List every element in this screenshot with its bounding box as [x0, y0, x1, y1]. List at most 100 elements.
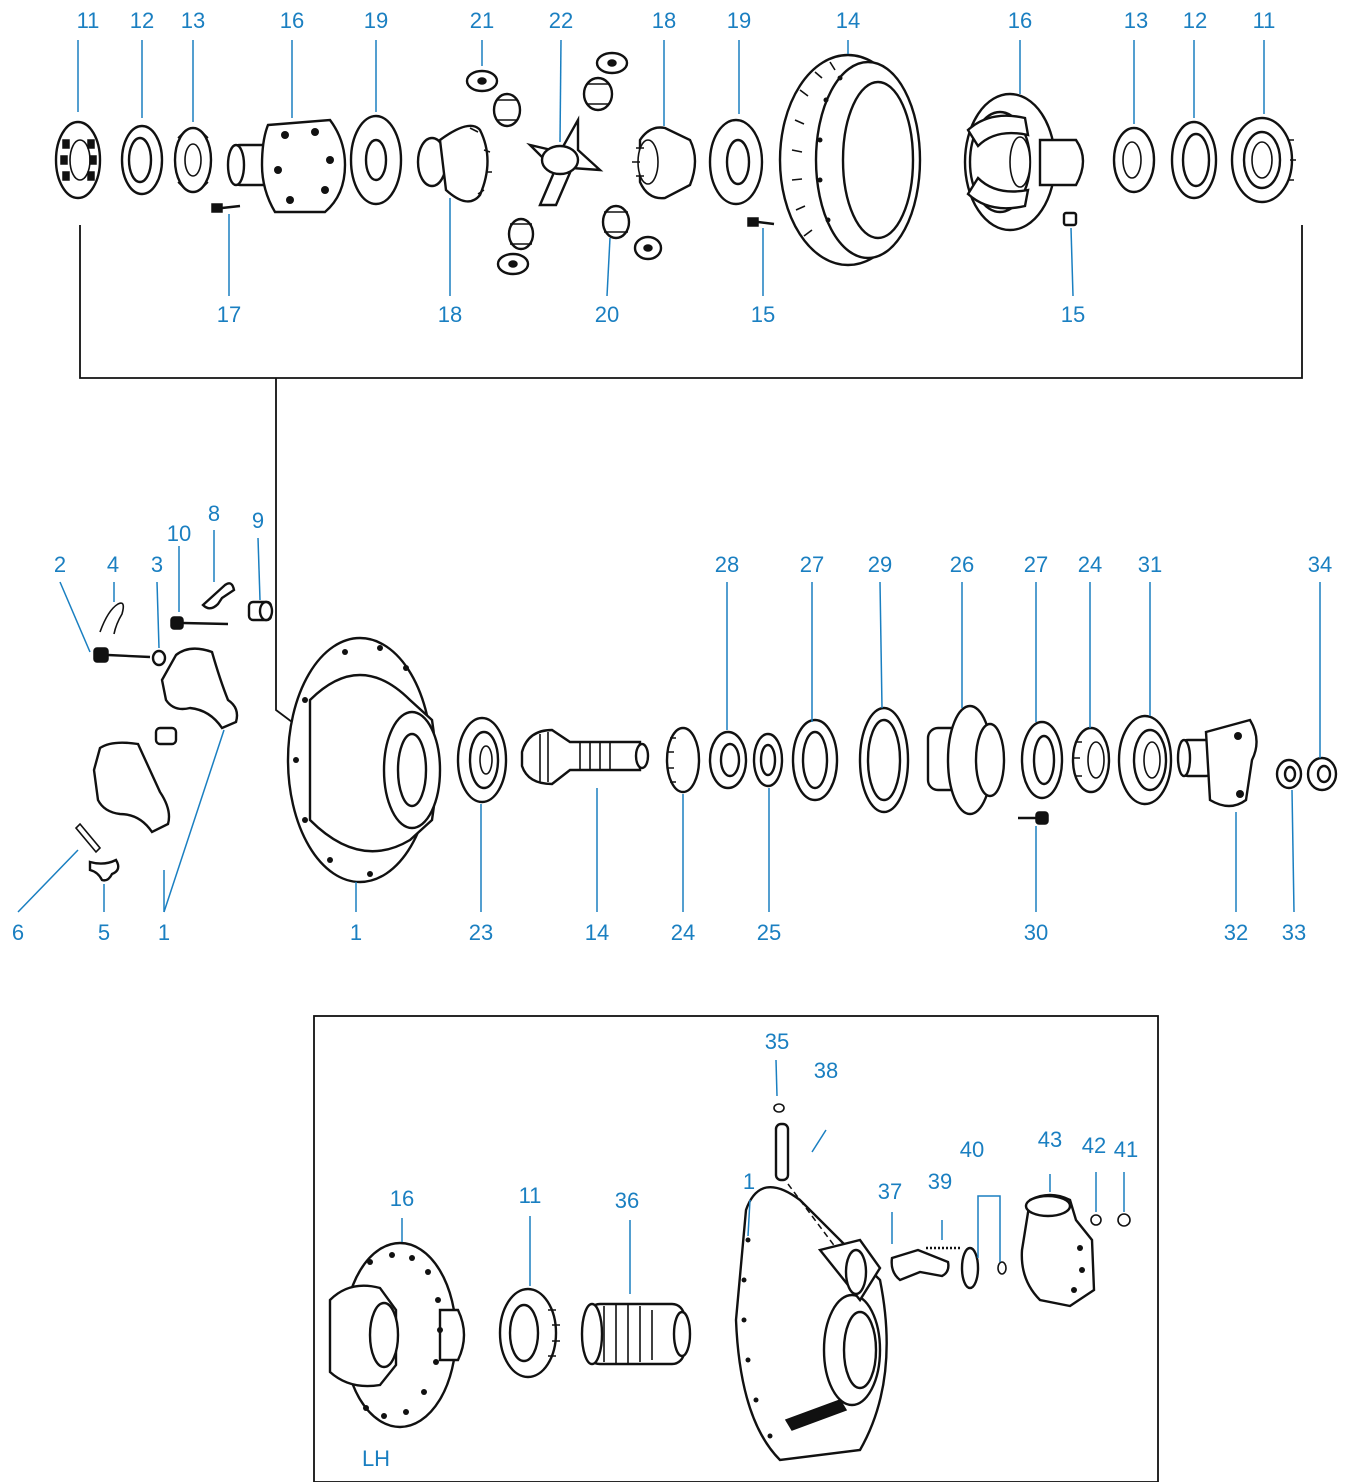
thrust-washer-19-left: [349, 114, 403, 206]
bushing-9: [247, 600, 274, 622]
callout: 43: [1038, 1127, 1062, 1152]
differential-case-16-right: [963, 92, 1085, 232]
spacer-25: [752, 732, 784, 788]
bearing-cone-11-left: [54, 120, 102, 200]
callout: 2: [54, 552, 66, 577]
callout: 21: [470, 8, 494, 33]
callout: 30: [1024, 920, 1048, 945]
callout: 16: [390, 1186, 414, 1211]
side-gear-18-right: [632, 126, 697, 200]
callout: 19: [364, 8, 388, 33]
callout: 27: [1024, 552, 1048, 577]
thrust-washer-19-right: [708, 118, 764, 206]
washer-33: [1275, 758, 1303, 790]
callout: 22: [549, 8, 573, 33]
callout: 20: [595, 302, 619, 327]
callout: 38: [814, 1058, 838, 1083]
bolt-10: [170, 616, 229, 630]
lock-plate-5: [88, 858, 120, 882]
callout: 11: [519, 1183, 542, 1208]
bearing-cup-27-left: [791, 718, 839, 802]
callout: 12: [1183, 8, 1207, 33]
pinion-shaft-14: [520, 728, 650, 786]
callout: 24: [671, 920, 695, 945]
nut-15-right: [1062, 211, 1078, 227]
lock-plate-8: [201, 582, 236, 610]
bearing-cup-12-left: [120, 124, 164, 196]
bolt-2: [93, 647, 151, 663]
callout: 12: [130, 8, 154, 33]
callout: 4: [107, 552, 119, 577]
callout: 5: [98, 920, 110, 945]
callout: 1: [158, 920, 170, 945]
plate-40: [960, 1246, 1007, 1290]
bolt-17: [211, 203, 241, 213]
bearing-cone-13-right: [1112, 126, 1156, 194]
callout: 13: [181, 8, 205, 33]
pin-38: [774, 1122, 790, 1182]
ball-35: [773, 1103, 785, 1113]
callout: 17: [217, 302, 241, 327]
callout: 11: [77, 8, 100, 33]
callout: 11: [1253, 8, 1276, 33]
callout: 18: [652, 8, 676, 33]
callout: 14: [836, 8, 860, 33]
washer-21: [465, 51, 663, 276]
bearing-cup-27-right: [1020, 720, 1064, 800]
bearing-cone-24-left: [665, 726, 701, 794]
inset-parts: [328, 1103, 1131, 1462]
shift-fork-37: [890, 1248, 950, 1282]
callout: 25: [757, 920, 781, 945]
bearing-cone-13-left: [173, 126, 213, 194]
callout: 31: [1138, 552, 1162, 577]
callout: 13: [1124, 8, 1148, 33]
callout: 37: [878, 1179, 902, 1204]
shim-29: [858, 706, 910, 814]
yoke-flange-32: [1176, 718, 1258, 808]
callout: 23: [469, 920, 493, 945]
callout: 42: [1082, 1133, 1106, 1158]
callout: 24: [1078, 552, 1102, 577]
bracket-lines: [79, 225, 1303, 1482]
bearing-23: [456, 716, 508, 804]
callout: 1: [350, 920, 362, 945]
side-label-lh: LH: [362, 1446, 390, 1471]
callout-numbers: 11 12 13 16 19 21 22 18 19 14 16 13 12 1…: [12, 8, 1332, 1471]
differential-case-16-lh: [328, 1241, 466, 1429]
bearing-cup-12-right: [1170, 120, 1218, 200]
bearing-cap-1-upper: [160, 647, 239, 730]
bolt-30: [1018, 811, 1049, 825]
callout: 29: [868, 552, 892, 577]
bearing-cap-1-lower: [92, 741, 171, 834]
callout: 16: [1008, 8, 1032, 33]
washer-3: [151, 649, 167, 667]
callout: 41: [1114, 1137, 1138, 1162]
callout: 15: [751, 302, 775, 327]
callout: 26: [950, 552, 974, 577]
callout: 27: [800, 552, 824, 577]
callout: 16: [280, 8, 304, 33]
spring-pin-4: [99, 602, 125, 635]
bearing-cone-11-right: [1230, 116, 1296, 204]
axle-housing-1: [286, 636, 442, 884]
axle-housing-1-inset: [734, 1185, 888, 1462]
seal-31: [1117, 714, 1173, 806]
leader-lines: [17, 39, 1321, 1294]
bolt-15-left: [747, 217, 775, 227]
callout: 34: [1308, 552, 1332, 577]
spider-22: [526, 115, 604, 207]
callout: 35: [765, 1029, 789, 1054]
pinion-gears-20: [492, 76, 631, 251]
callout: 14: [585, 920, 609, 945]
callout: 1: [743, 1169, 755, 1194]
side-gear-18-left: [416, 124, 492, 203]
coupling-36: [580, 1302, 692, 1366]
callout: 39: [928, 1169, 952, 1194]
top-row-parts: [54, 51, 1296, 276]
callout: 19: [727, 8, 751, 33]
differential-case-16-left: [226, 118, 347, 214]
callout: 10: [167, 521, 191, 546]
bearing-11-inset: [498, 1287, 560, 1379]
callout: 9: [252, 508, 264, 533]
